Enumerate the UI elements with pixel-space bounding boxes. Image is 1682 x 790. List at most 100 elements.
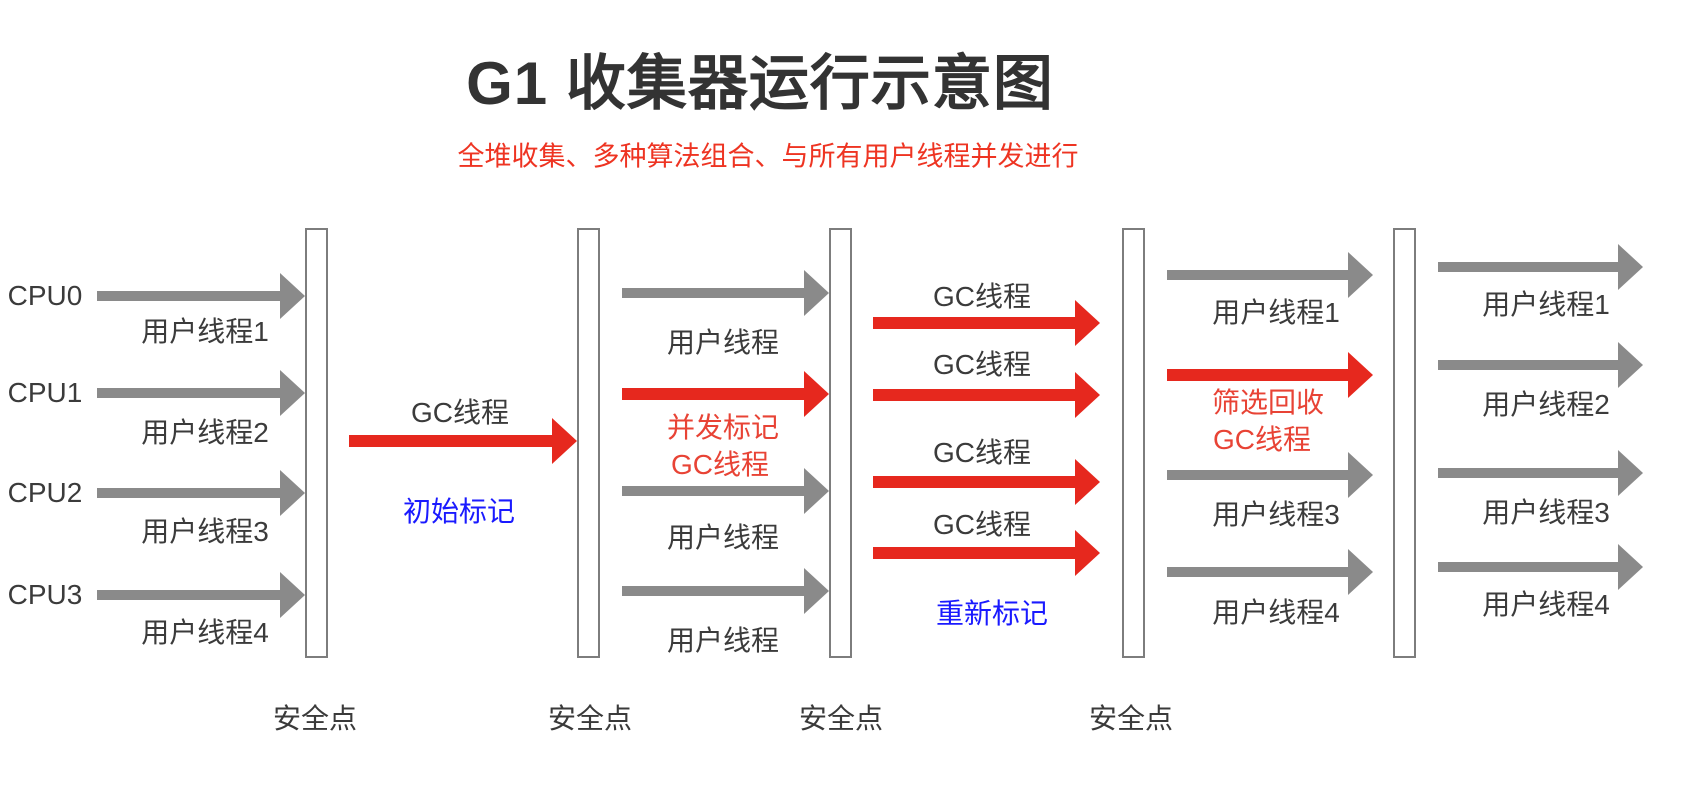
- arrow-shaft: [1438, 468, 1620, 478]
- arrow-shaft: [622, 388, 806, 400]
- user-thread-arrow: [1167, 452, 1373, 498]
- arrow-head-icon: [1618, 450, 1643, 496]
- diagram-subtitle: 全堆收集、多种算法组合、与所有用户线程并发进行: [457, 141, 1079, 172]
- gc-thread-label: GC线程: [410, 397, 510, 428]
- safepoint-bar-3: [829, 228, 852, 658]
- arrow-shaft: [97, 590, 282, 600]
- gc-thread-arrow: [349, 418, 577, 464]
- arrow-head-icon: [1618, 544, 1643, 590]
- arrow-shaft: [1438, 262, 1620, 272]
- gc-thread-label: GC线程: [932, 437, 1032, 468]
- arrow-shaft: [1167, 470, 1350, 480]
- user-thread-arrow: [97, 470, 305, 516]
- arrow-head-icon: [804, 270, 829, 316]
- gc-thread-label: GC线程: [932, 281, 1032, 312]
- arrow-head-icon: [1348, 252, 1373, 298]
- arrow-head-icon: [804, 568, 829, 614]
- arrow-shaft: [97, 488, 282, 498]
- cpu-label-1: CPU1: [7, 377, 83, 408]
- safepoint-label: 安全点: [272, 703, 358, 734]
- user-thread-label: 用户线程: [666, 625, 780, 656]
- user-thread-label: 用户线程: [666, 327, 780, 358]
- user-thread-arrow: [97, 370, 305, 416]
- user-thread-arrow: [97, 273, 305, 319]
- arrow-head-icon: [1075, 530, 1100, 576]
- arrow-shaft: [873, 317, 1077, 329]
- arrow-head-icon: [1348, 549, 1373, 595]
- user-thread-label: 用户线程4: [1482, 589, 1610, 620]
- arrow-head-icon: [1075, 372, 1100, 418]
- arrow-head-icon: [1618, 244, 1643, 290]
- user-thread-label: 用户线程: [666, 522, 780, 553]
- gc-thread-arrow: [873, 300, 1100, 346]
- user-thread-label: 用户线程2: [141, 417, 269, 448]
- user-thread-label: 用户线程3: [141, 516, 269, 547]
- user-thread-label: 用户线程1: [1482, 289, 1610, 320]
- arrow-head-icon: [1348, 352, 1373, 398]
- arrow-head-icon: [1618, 342, 1643, 388]
- arrow-shaft: [1167, 567, 1350, 577]
- gc-thread-arrow: [873, 530, 1100, 576]
- user-thread-label: 用户线程1: [141, 316, 269, 347]
- user-thread-label: 用户线程4: [1212, 597, 1340, 628]
- cpu-label-3: CPU3: [7, 579, 83, 610]
- diagram-title: G1 收集器运行示意图: [466, 50, 1054, 117]
- user-thread-arrow: [1167, 252, 1373, 298]
- safepoint-label: 安全点: [798, 703, 884, 734]
- arrow-shaft: [622, 288, 806, 298]
- user-thread-arrow: [1438, 244, 1643, 290]
- stage-label-initial-mark: 初始标记: [402, 496, 516, 527]
- stage-label-evacuation-line2: GC线程: [1212, 424, 1312, 455]
- gc-thread-label: GC线程: [932, 349, 1032, 380]
- arrow-head-icon: [804, 371, 829, 417]
- safepoint-bar-1: [305, 228, 328, 658]
- arrow-shaft: [1438, 562, 1620, 572]
- user-thread-label: 用户线程3: [1212, 499, 1340, 530]
- arrow-shaft: [873, 547, 1077, 559]
- arrow-head-icon: [804, 468, 829, 514]
- arrow-head-icon: [1348, 452, 1373, 498]
- gc-thread-arrow: [873, 372, 1100, 418]
- arrow-head-icon: [280, 370, 305, 416]
- user-thread-arrow: [97, 572, 305, 618]
- arrow-shaft: [873, 476, 1077, 488]
- safepoint-bar-2: [577, 228, 600, 658]
- stage-label-concurrent-mark-line1: 并发标记: [666, 412, 780, 443]
- stage-label-evacuation-line1: 筛选回收: [1211, 387, 1325, 418]
- gc-thread-arrow: [622, 371, 829, 417]
- user-thread-arrow: [1438, 450, 1643, 496]
- user-thread-arrow: [622, 468, 829, 514]
- user-thread-label: 用户线程2: [1482, 389, 1610, 420]
- safepoint-label: 安全点: [1088, 703, 1174, 734]
- arrow-head-icon: [1075, 459, 1100, 505]
- safepoint-bar-5: [1393, 228, 1416, 658]
- cpu-label-0: CPU0: [7, 280, 83, 311]
- gc-thread-arrow: [1167, 352, 1373, 398]
- arrow-head-icon: [280, 470, 305, 516]
- arrow-head-icon: [552, 418, 577, 464]
- user-thread-arrow: [1438, 544, 1643, 590]
- safepoint-label: 安全点: [547, 703, 633, 734]
- user-thread-label: 用户线程3: [1482, 497, 1610, 528]
- gc-thread-arrow: [873, 459, 1100, 505]
- safepoint-bar-4: [1122, 228, 1145, 658]
- cpu-label-2: CPU2: [7, 477, 83, 508]
- arrow-shaft: [622, 486, 806, 496]
- stage-label-remark: 重新标记: [935, 598, 1049, 629]
- user-thread-arrow: [1438, 342, 1643, 388]
- user-thread-arrow: [1167, 549, 1373, 595]
- arrow-shaft: [1438, 360, 1620, 370]
- user-thread-label: 用户线程1: [1212, 297, 1340, 328]
- arrow-shaft: [97, 291, 282, 301]
- arrow-head-icon: [280, 572, 305, 618]
- arrow-shaft: [1167, 369, 1350, 381]
- stage-label-concurrent-mark-line2: GC线程: [670, 449, 770, 480]
- arrow-shaft: [1167, 270, 1350, 280]
- gc-thread-label: GC线程: [932, 509, 1032, 540]
- user-thread-arrow: [622, 270, 829, 316]
- arrow-head-icon: [1075, 300, 1100, 346]
- arrow-shaft: [97, 388, 282, 398]
- arrow-head-icon: [280, 273, 305, 319]
- arrow-shaft: [622, 586, 806, 596]
- user-thread-arrow: [622, 568, 829, 614]
